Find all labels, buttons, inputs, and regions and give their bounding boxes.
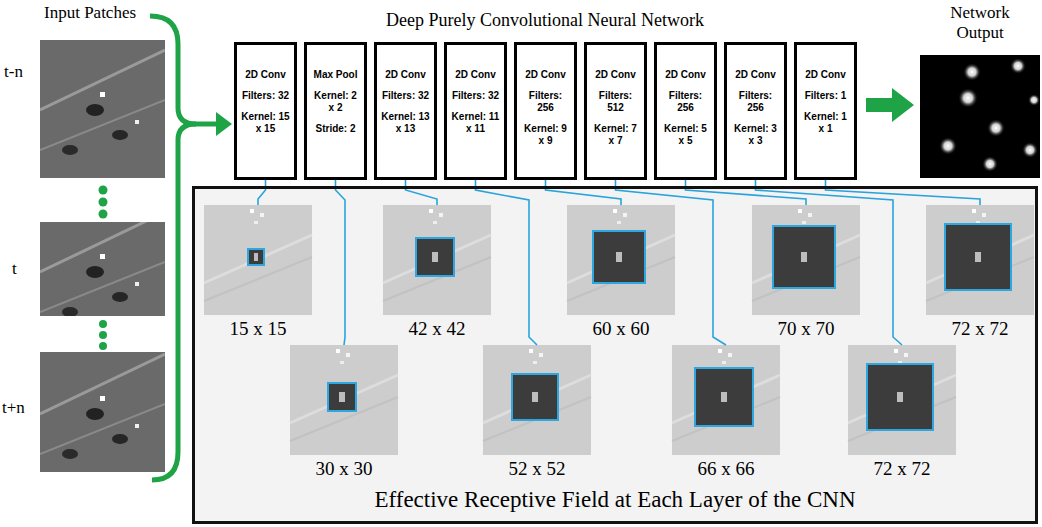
layer-box: 2D ConvFilters: 32 Kernel: 11 x 11	[444, 42, 507, 180]
layer-type: 2D Conv	[385, 69, 426, 81]
section-label: Input Patches	[44, 3, 164, 23]
car-symbol	[254, 252, 981, 402]
layer-parameter: Kernel: 3 x 3	[730, 123, 781, 147]
output-arrow	[866, 88, 914, 122]
layer-parameter: Filters: 512	[590, 90, 641, 114]
label-holder: t+n	[2, 398, 40, 418]
receptive-field-thumbnails	[204, 205, 1034, 455]
thumbnail-area	[290, 345, 398, 455]
input-patch	[40, 344, 165, 482]
receptive-field-thumbnail: 72 x 72	[848, 345, 956, 480]
time-label: t-n	[4, 62, 38, 82]
receptive-field-thumbnail: 66 x 66	[672, 345, 780, 480]
layer-parameter: Filters: 1	[805, 90, 847, 102]
receptive-field-size: 66 x 66	[672, 458, 780, 480]
layer-box: 2D ConvFilters: 512Kernel: 7 x 7	[584, 42, 647, 180]
receptive-field-leader	[826, 180, 981, 205]
layer-parameter: Filters: 256	[520, 90, 571, 114]
layer-type: 2D Conv	[525, 69, 566, 81]
section-label: Network Output	[935, 3, 1025, 43]
receptive-field-thumbnail: 42 x 42	[383, 205, 491, 340]
panel-caption: Effective Receptive Field at Each Layer …	[374, 487, 855, 513]
layer-parameter: Filters: 256	[660, 90, 711, 114]
receptive-field-size: 72 x 72	[926, 318, 1034, 340]
layer-parameter: Stride: 2	[315, 123, 355, 135]
thumbnail-area	[383, 205, 491, 315]
panel-ground	[192, 186, 1038, 524]
output-heatmap	[920, 55, 1040, 178]
layer-type: 2D Conv	[805, 69, 846, 81]
receptive-field-thumbnail: 15 x 15	[204, 205, 312, 340]
ellipsis-dots	[99, 186, 108, 351]
time-label: t	[12, 259, 38, 279]
receptive-field-size: 15 x 15	[204, 318, 312, 340]
layer-box: 2D ConvFilters: 1 Kernel: 1 x 1	[794, 42, 857, 180]
receptive-field-thumbnail: 52 x 52	[483, 345, 591, 480]
receptive-field-leader	[258, 180, 266, 205]
layer-type: 2D Conv	[735, 69, 776, 81]
diagram-title: Deep Purely Convolutional Neural Network	[230, 9, 860, 31]
label-holder: t-n	[4, 62, 38, 82]
receptive-field-square	[248, 224, 1011, 430]
receptive-field-thumbnail: 60 x 60	[567, 205, 675, 340]
layer-box: 2D ConvFilters: 32 Kernel: 13 x 13	[374, 42, 437, 180]
layer-parameter: Kernel: 7 x 7	[590, 123, 641, 147]
receptive-field-thumbnail: 30 x 30	[290, 345, 398, 480]
layer-parameter: Kernel: 9 x 9	[520, 123, 571, 147]
receptive-field-size: 42 x 42	[383, 318, 491, 340]
layer-parameter: Filters: 256	[730, 90, 781, 114]
receptive-field-size: 30 x 30	[290, 458, 398, 480]
receptive-field-size: 52 x 52	[483, 458, 591, 480]
receptive-field-leader	[476, 180, 538, 345]
layer-parameter: Filters: 32	[382, 90, 429, 102]
label-holder: t	[12, 259, 38, 279]
layer-parameter: Filters: 32	[452, 90, 499, 102]
layer-parameter: Kernel: 5 x 5	[660, 123, 711, 147]
input-patch	[40, 40, 165, 178]
receptive-field-thumbnail: 72 x 72	[926, 205, 1034, 340]
layer-box: 2D ConvFilters: 32 Kernel: 15 x 15	[234, 42, 297, 180]
title-holder: Deep Purely Convolutional Neural Network	[230, 9, 860, 31]
layer-parameter: Kernel: 1 x 1	[800, 111, 851, 135]
layer-parameter: Kernel: 2 x 2	[310, 90, 361, 114]
thumbnail-area	[672, 345, 780, 455]
input-patch	[40, 202, 165, 340]
layer-type: Max Pool	[314, 69, 358, 81]
layer-type: 2D Conv	[455, 69, 496, 81]
thumbnail-area	[204, 205, 312, 315]
thumbnail-area	[752, 205, 860, 315]
layer-box: 2D ConvFilters: 256Kernel: 5 x 5	[654, 42, 717, 180]
layer-type: 2D Conv	[665, 69, 706, 81]
layer-box: 2D ConvFilters: 256Kernel: 3 x 3	[724, 42, 787, 180]
thumbnail-area	[567, 205, 675, 315]
time-label: t+n	[2, 398, 40, 418]
label-holder: Input Patches	[44, 3, 164, 23]
layer-parameter: Kernel: 11 x 11	[450, 111, 501, 135]
thumbnail-area	[483, 345, 591, 455]
thumbnail-area	[926, 205, 1034, 315]
layer-parameter: Kernel: 15 x 15	[240, 111, 291, 135]
layer-parameter: Filters: 32	[242, 90, 289, 102]
receptive-field-leader	[406, 180, 438, 205]
layer-box: 2D ConvFilters: 256Kernel: 9 x 9	[514, 42, 577, 180]
layer-type: 2D Conv	[245, 69, 286, 81]
layer-box: Max PoolKernel: 2 x 2 Stride: 2	[304, 42, 367, 180]
thumbnail-area	[848, 345, 956, 455]
receptive-field-size: 60 x 60	[567, 318, 675, 340]
receptive-field-size: 72 x 72	[848, 458, 956, 480]
layer-parameter: Kernel: 13 x 13	[380, 111, 431, 135]
receptive-field-size: 70 x 70	[752, 318, 860, 340]
receptive-field-panel: Effective Receptive Field at Each Layer …	[192, 186, 1038, 524]
layer-type: 2D Conv	[595, 69, 636, 81]
receptive-field-leader	[546, 180, 622, 205]
receptive-field-leader	[336, 180, 346, 345]
label-holder: Network Output	[935, 3, 1025, 43]
receptive-field-thumbnail: 70 x 70	[752, 205, 860, 340]
